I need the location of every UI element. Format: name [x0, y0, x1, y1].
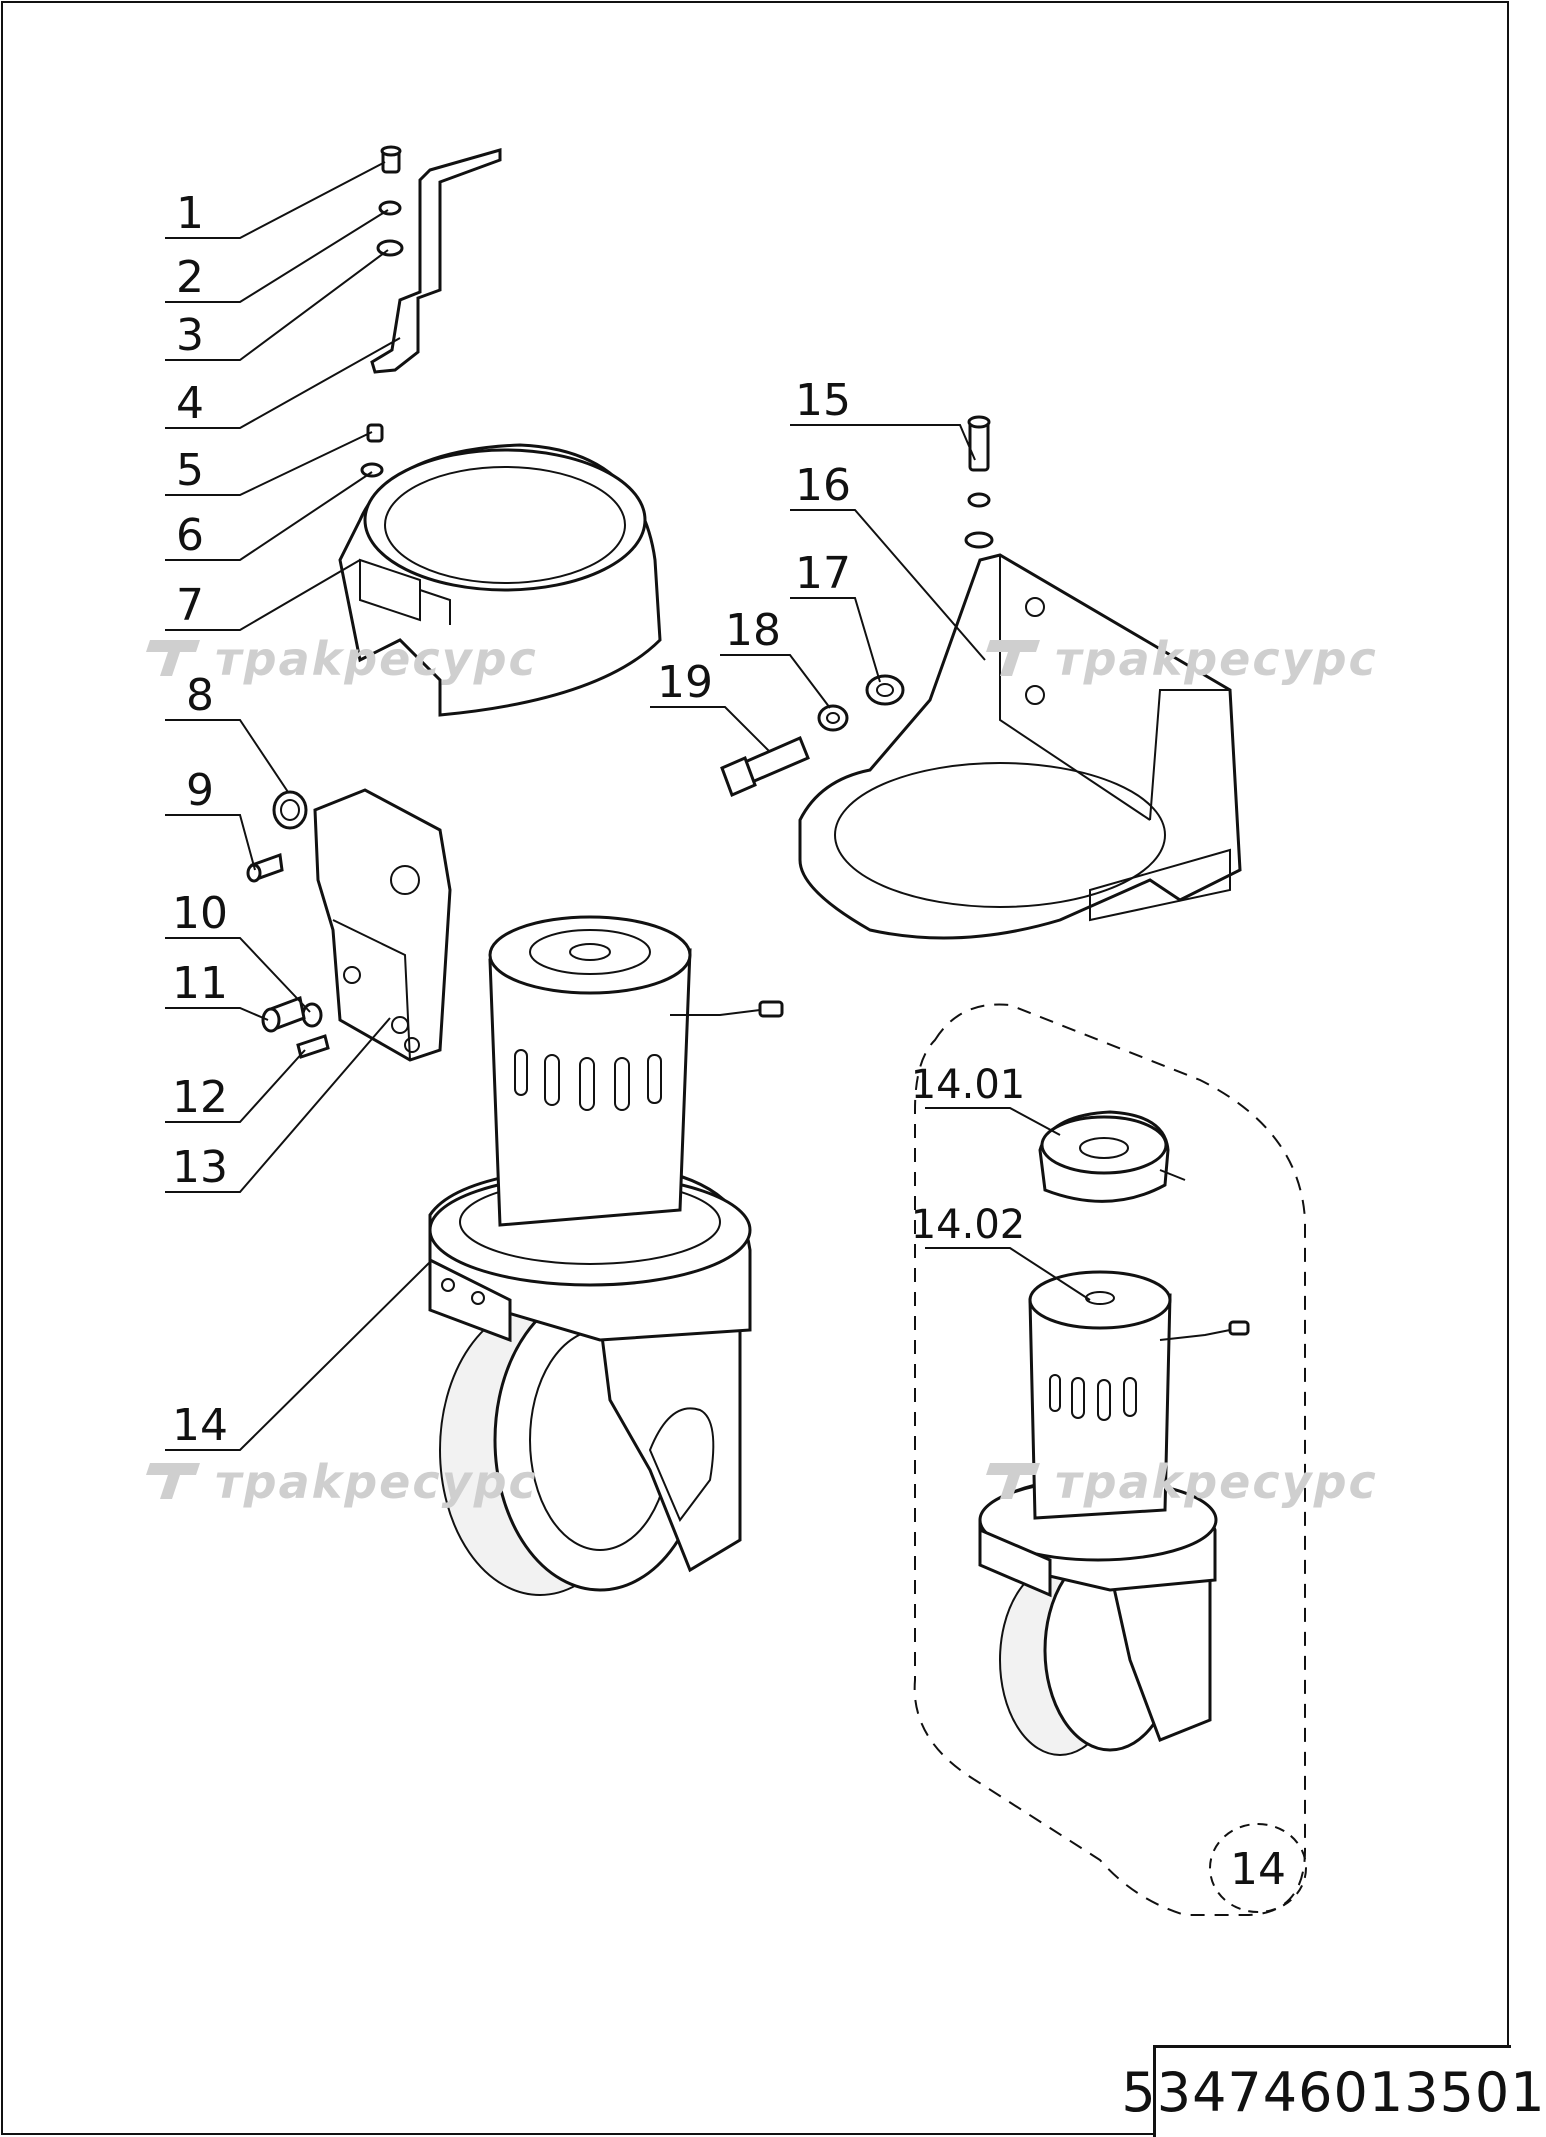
- callout-17: 17: [795, 548, 851, 599]
- watermark-4: трakресурс: [986, 1455, 1378, 1509]
- callout-14-02: 14.02: [911, 1202, 1026, 1248]
- watermark-2: трakресурс: [986, 632, 1378, 686]
- assembly-14-boundary: [913, 1003, 1306, 1916]
- leader-lines: [165, 161, 1091, 1451]
- callout-14-ring: 14: [1230, 1844, 1286, 1895]
- assembly-14-ring: [1209, 1823, 1307, 1913]
- part-3-washer: [376, 239, 404, 257]
- callout-13: 13: [172, 1142, 228, 1193]
- part-8-bushing: [272, 790, 308, 830]
- callout-18: 18: [725, 605, 781, 656]
- callout-5: 5: [176, 445, 204, 496]
- callout-6: 6: [176, 510, 204, 561]
- callout-15: 15: [795, 375, 851, 426]
- callout-12: 12: [172, 1072, 228, 1123]
- part-17-washer: [865, 674, 905, 706]
- part-13-mount-plate: [313, 788, 452, 1062]
- part-9-bolt: [246, 852, 284, 883]
- callout-10: 10: [172, 888, 228, 939]
- callout-8: 8: [186, 670, 214, 721]
- part-19-bolt: [720, 736, 810, 798]
- callout-14-01: 14.01: [911, 1062, 1026, 1108]
- part-1-screw: [380, 145, 402, 174]
- callout-14: 14: [172, 1400, 228, 1451]
- part-15-screw: [964, 415, 994, 549]
- callout-7: 7: [176, 580, 204, 631]
- callout-4: 4: [176, 378, 204, 429]
- svg-text:трakресурс: трakресурс: [1055, 632, 1378, 686]
- callout-19: 19: [657, 657, 713, 708]
- callout-9: 9: [186, 765, 214, 816]
- part-14-01-brake: [1038, 1110, 1186, 1203]
- part-12-pin: [296, 1034, 330, 1059]
- exploded-parts-diagram: 1 2 3 4 5 6 7 8 9 10 11 12 13 14 15 16 1…: [1, 1, 1509, 2135]
- watermark-1: трakресурс: [146, 632, 538, 686]
- part-14-drive-unit: [428, 915, 784, 1596]
- part-11-bolt: [261, 995, 306, 1033]
- callout-16: 16: [795, 460, 851, 511]
- svg-text:трakресурс: трakресурс: [215, 1455, 538, 1509]
- part-number: 534746013501: [1121, 2061, 1546, 2124]
- part-18-washer: [817, 704, 849, 732]
- part-14-02-motor: [978, 1270, 1250, 1756]
- part-6-washer: [360, 462, 384, 478]
- part-4-bracket: [370, 148, 502, 374]
- svg-text:трakресурс: трakресурс: [215, 632, 538, 686]
- callout-2: 2: [176, 252, 204, 303]
- callout-1: 1: [176, 188, 204, 239]
- callout-11: 11: [172, 958, 228, 1009]
- svg-text:трakресурс: трakресурс: [1055, 1455, 1378, 1509]
- part-16-support-housing: [798, 553, 1242, 940]
- watermark-3: трakресурс: [146, 1455, 538, 1509]
- part-number-box: 534746013501: [1121, 2045, 1545, 2137]
- sheet-frame: [1, 1, 1509, 2135]
- callout-3: 3: [176, 310, 204, 361]
- part-7-ring-cover: [338, 443, 662, 717]
